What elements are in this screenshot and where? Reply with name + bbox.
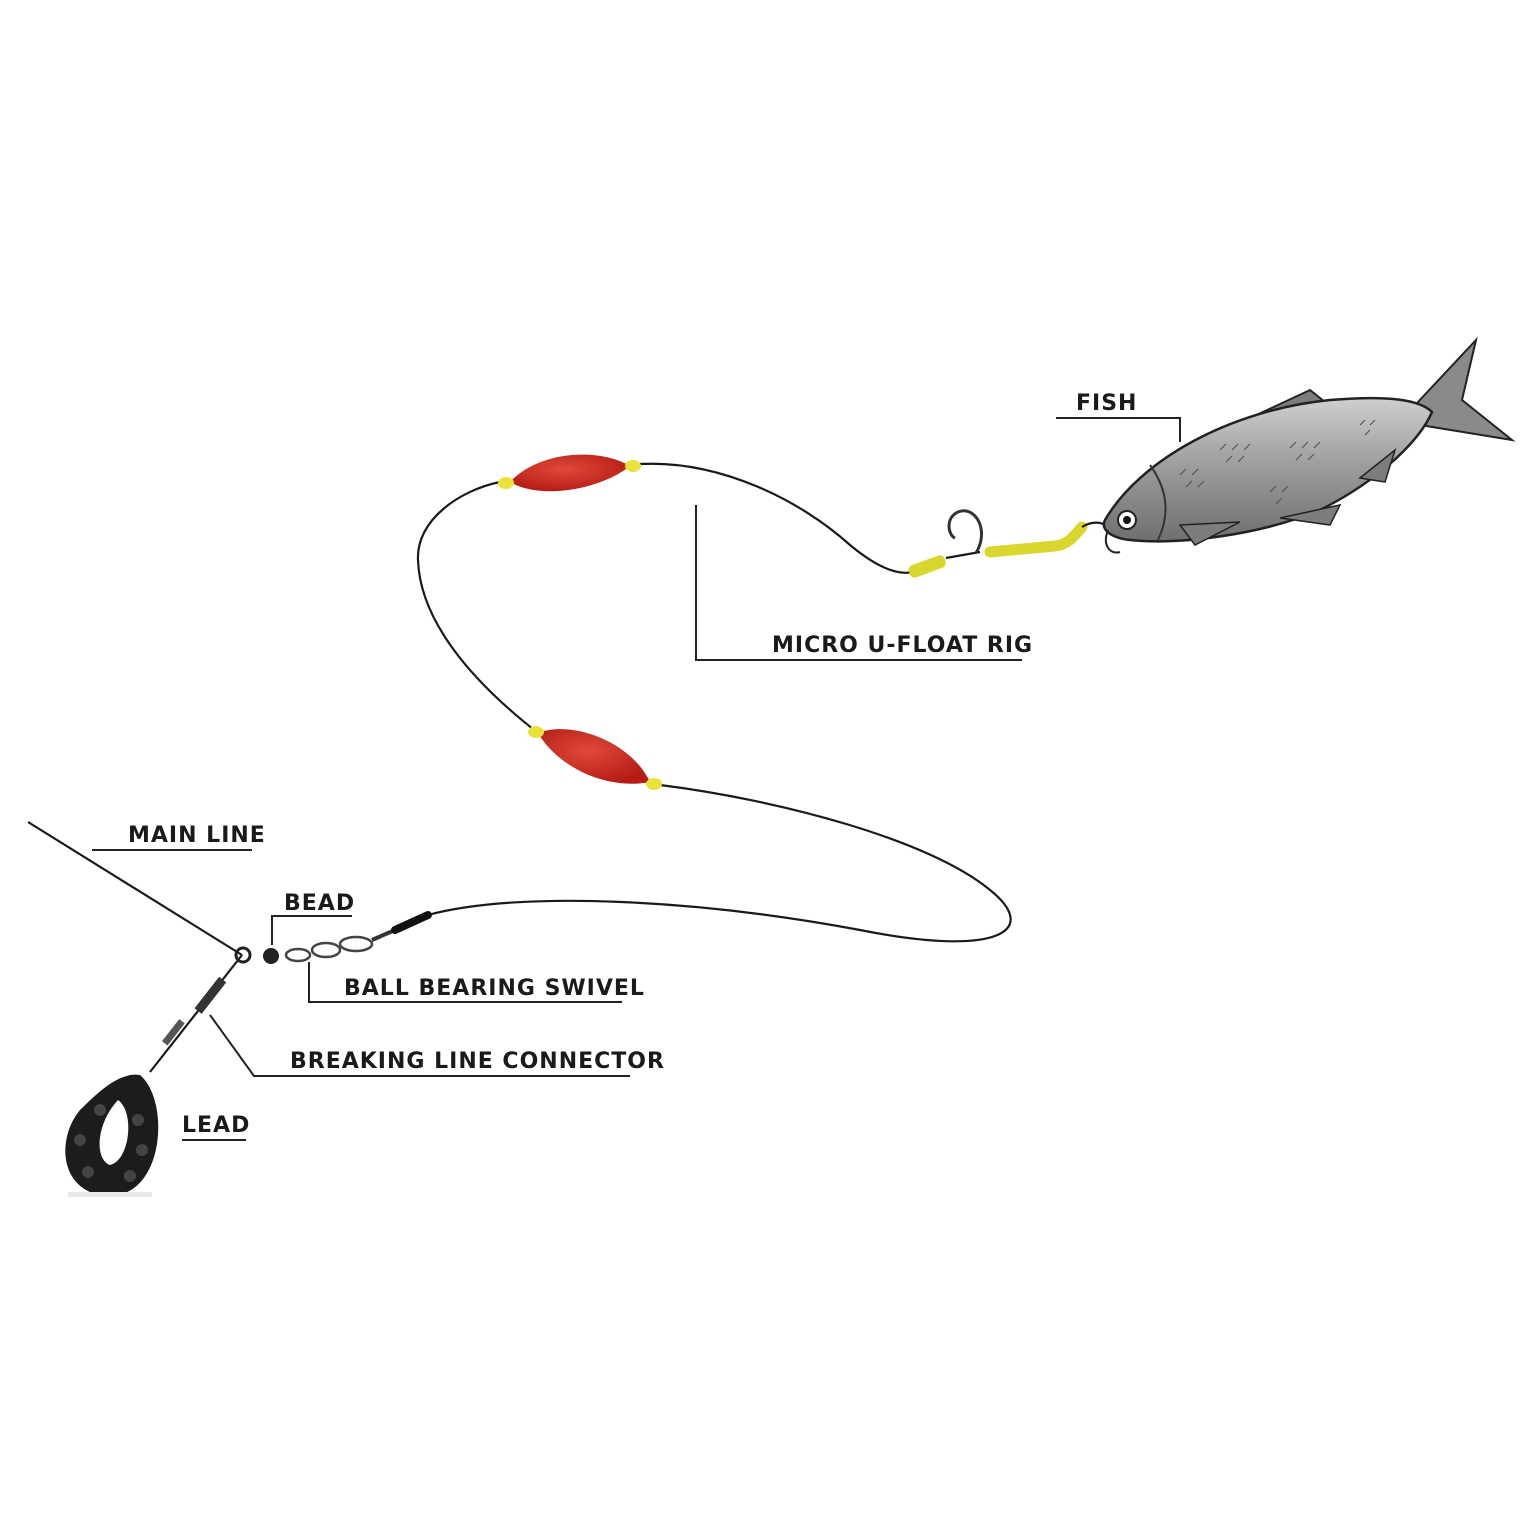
rig-line [416, 462, 1012, 943]
micro-u-float-rig-label: MICRO U-FLOAT RIG [772, 633, 1033, 658]
lead-weight-icon [65, 1074, 159, 1197]
fish-leader [1056, 417, 1181, 442]
lower-float [528, 726, 662, 790]
ball-bearing-swivel-leader [308, 962, 622, 1003]
fish-label: FISH [1076, 391, 1137, 416]
breaking-line-connector-leader [209, 1014, 630, 1077]
ball-bearing-swivel-label: BALL BEARING SWIVEL [344, 976, 645, 1001]
breaking-line-connector-label: BREAKING LINE CONNECTOR [290, 1049, 665, 1074]
bead-leader [271, 915, 352, 945]
bead-label: BEAD [284, 891, 355, 916]
main-line-label: MAIN LINE [128, 823, 266, 848]
main-line [27, 821, 243, 956]
fish-icon [1102, 336, 1516, 554]
ball-bearing-swivel-icon [284, 911, 432, 963]
upper-float [498, 454, 641, 492]
bead-icon [263, 948, 279, 964]
lead-label: LEAD [182, 1113, 250, 1138]
micro-u-float-rig-leader [695, 505, 1022, 661]
hook-icon [908, 509, 1109, 578]
breaking-line-connector-icon [149, 946, 252, 1073]
